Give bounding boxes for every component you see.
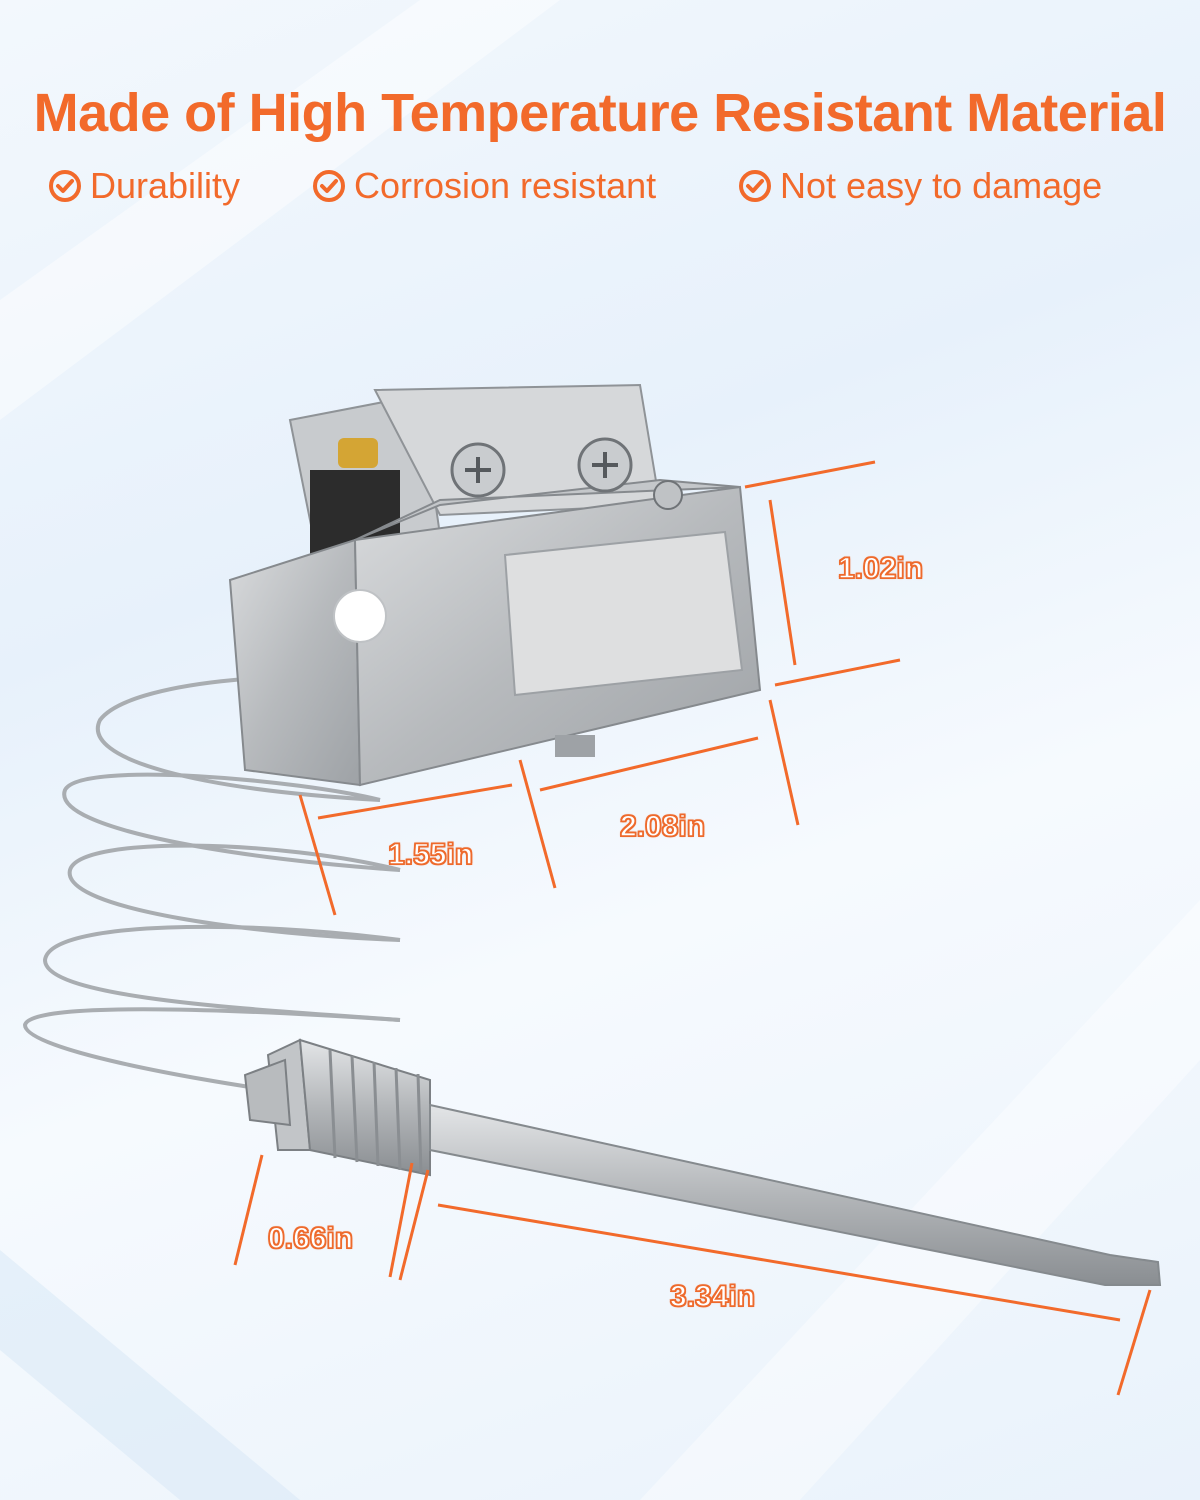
dimension-label-height: 1.02in xyxy=(837,551,924,586)
feature-label: Durability xyxy=(90,165,241,206)
feature-not-easy-to-damage: Not easy to damage xyxy=(738,165,1102,207)
check-circle-icon xyxy=(313,170,345,202)
probe-fitting xyxy=(243,1038,431,1177)
check-circle-icon xyxy=(49,170,81,202)
capillary-coil xyxy=(22,674,401,1092)
feature-durability: Durability xyxy=(48,165,240,207)
feature-label: Not easy to damage xyxy=(780,165,1103,206)
dimension-label-fitting: 0.66in xyxy=(267,1221,354,1256)
thermostat-housing xyxy=(228,383,762,787)
dimension-label-width: 2.08in xyxy=(619,809,706,844)
dimension-label-probe: 3.34in xyxy=(669,1279,756,1314)
feature-list: Durability Corrosion resistant Not easy … xyxy=(0,165,1200,217)
probe-tube xyxy=(429,1103,1162,1286)
check-circle-icon xyxy=(739,170,771,202)
dimension-lines xyxy=(233,460,1152,1396)
feature-label: Corrosion resistant xyxy=(354,165,657,206)
feature-corrosion-resistant: Corrosion resistant xyxy=(312,165,656,207)
terminal-screws xyxy=(450,437,683,510)
page-title: Made of High Temperature Resistant Mater… xyxy=(33,83,1167,143)
dimension-label-depth: 1.55in xyxy=(387,837,474,872)
